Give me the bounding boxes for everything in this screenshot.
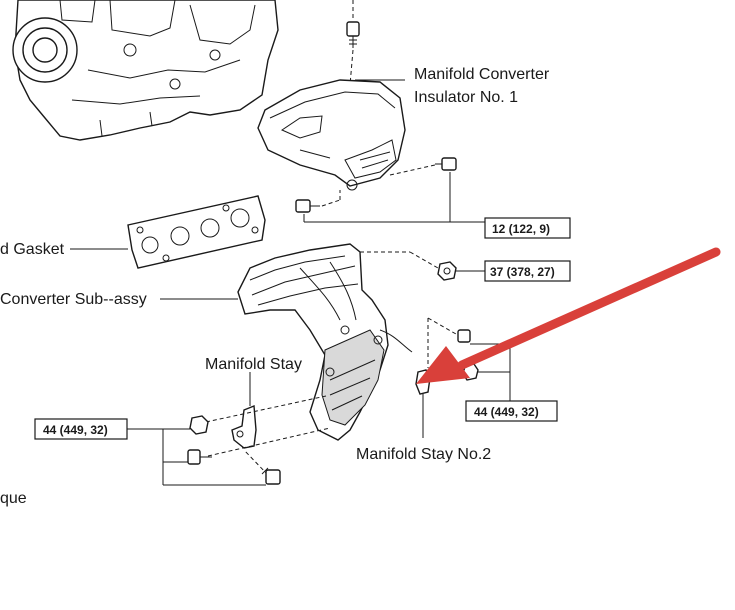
manifold-converter-sub-assy — [160, 243, 439, 441]
torque-box-37: 37 (378, 27) — [484, 260, 571, 282]
torque-44-right-text: 44 (449, 32) — [474, 405, 539, 419]
torque-12-text: 12 (122, 9) — [492, 222, 550, 236]
manifold-stay-label: Manifold Stay — [205, 356, 302, 373]
insulator-top-bolt — [346, 0, 360, 86]
exhaust-gasket — [70, 195, 266, 269]
manifold-stay — [205, 372, 331, 476]
torque-note-partial: que — [0, 490, 27, 507]
torque-box-44-left: 44 (449, 32) — [34, 418, 160, 440]
gasket-label: d Gasket — [0, 241, 65, 258]
manifold-stay-no2-label: Manifold Stay No.2 — [356, 446, 491, 463]
engine-block — [12, 0, 279, 141]
torque-box-12: 12 (122, 9) — [484, 217, 571, 239]
annotation-arrow — [416, 247, 721, 384]
sub-assy-label: Converter Sub--assy — [0, 291, 147, 308]
torque-44-left-text: 44 (449, 32) — [43, 423, 108, 437]
insulator-label-line1: Manifold Converter — [414, 66, 550, 83]
insulator-side-bolts — [295, 157, 485, 223]
torque-box-44-right: 44 (449, 32) — [465, 400, 558, 422]
insulator-label-line2: Insulator No. 1 — [414, 89, 518, 106]
manifold-nut — [437, 261, 485, 281]
torque-37-text: 37 (378, 27) — [490, 265, 555, 279]
manifold-converter-insulator — [257, 79, 406, 191]
stay-bolts — [160, 415, 281, 486]
